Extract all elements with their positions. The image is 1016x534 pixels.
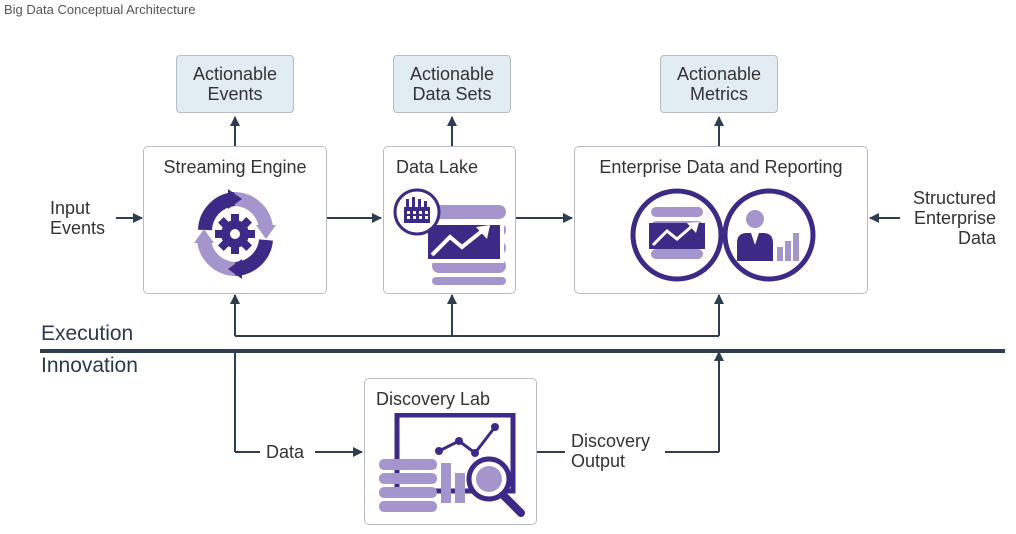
actionable-metrics-line1: Actionable — [676, 64, 762, 84]
data-flow-label: Data — [266, 442, 305, 462]
enterprise-reporting-box: Enterprise Data and Reporting — [574, 146, 868, 294]
input-events-label: Input Events — [50, 198, 105, 238]
actionable-datasets-line1: Actionable — [409, 64, 495, 84]
actionable-events-line1: Actionable — [192, 64, 278, 84]
execution-lane-label: Execution — [41, 322, 134, 345]
structured-line2: Enterprise — [913, 208, 996, 228]
diagram-caption: Big Data Conceptual Architecture — [4, 2, 196, 17]
cycle-gear-icon — [194, 189, 276, 279]
business-person-icon — [722, 188, 816, 282]
actionable-metrics-line2: Metrics — [690, 84, 748, 104]
structured-enterprise-data-label: Structured Enterprise Data — [890, 188, 996, 248]
input-events-line2: Events — [50, 218, 106, 238]
discovery-output-line2: Output — [571, 451, 626, 471]
actionable-datasets-line2: Data Sets — [412, 84, 492, 104]
innovation-lane-label: Innovation — [41, 354, 138, 377]
actionable-events-line2: Events — [207, 84, 263, 104]
enterprise-reporting-title: Enterprise Data and Reporting — [599, 157, 843, 177]
structured-line1: Structured — [912, 188, 996, 208]
data-lake-box: Data Lake — [383, 146, 516, 294]
factory-icon — [404, 197, 430, 223]
analytics-magnifier-icon — [379, 413, 525, 517]
discovery-output-label: Discovery Output — [571, 431, 650, 471]
data-lake-title: Data Lake — [396, 157, 479, 177]
discovery-lab-title: Discovery Lab — [376, 389, 491, 409]
streaming-engine-box: Streaming Engine — [143, 146, 327, 294]
structured-line3: Data — [957, 228, 996, 248]
database-chart-icon — [630, 188, 724, 282]
discovery-output-line1: Discovery — [571, 431, 651, 451]
input-events-line1: Input — [50, 198, 91, 218]
discovery-lab-box: Discovery Lab — [364, 378, 537, 525]
streaming-engine-title: Streaming Engine — [163, 157, 307, 177]
database-chart-icon — [393, 188, 506, 285]
